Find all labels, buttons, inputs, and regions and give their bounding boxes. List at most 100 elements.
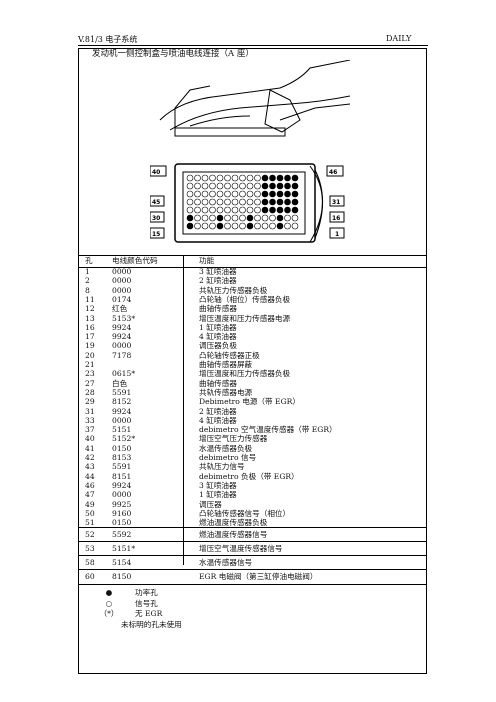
connector-pin	[291, 206, 299, 214]
connector-pin	[231, 206, 239, 214]
connector-diagram: 40 46 45 31 30 16 15 1	[150, 60, 350, 243]
connector-pin	[246, 198, 254, 206]
hole-number: 11	[85, 294, 95, 304]
connector-pin	[261, 206, 269, 214]
wire-color-code: 0000	[112, 285, 132, 295]
hole-number: 33	[85, 415, 95, 425]
connector-pin	[239, 190, 246, 198]
wire-color-code: 9160	[112, 508, 132, 518]
function-text: 增压温度和压力传感器电源	[199, 313, 291, 323]
function-text: EGR 电磁阀（第三缸停油电磁阀）	[199, 572, 318, 582]
connector-pin	[209, 222, 216, 230]
connector-pin	[284, 198, 291, 206]
hole-number: 17	[85, 332, 95, 342]
connector-pin	[201, 214, 209, 222]
legend-text: 功率孔	[135, 588, 158, 598]
hole-number: 16	[85, 322, 95, 332]
row-separator	[79, 527, 427, 529]
function-text: 1 缸喷油器	[199, 322, 237, 332]
connector-pin	[284, 222, 291, 230]
wire-color-code: 5154	[112, 558, 132, 568]
wire-color-code: 9924	[112, 332, 132, 342]
hole-number: 1	[85, 267, 90, 276]
connector-pin	[291, 214, 299, 222]
function-text: 4 缸喷油器	[199, 415, 237, 425]
connector-pin	[276, 206, 284, 214]
function-text: Debimetro 电源（带 EGR）	[199, 397, 300, 407]
connector-pin	[276, 182, 284, 190]
pin-label-30: 30	[152, 215, 160, 222]
connector-pin	[201, 190, 209, 198]
connector-pin	[201, 174, 209, 182]
connector-pin	[254, 174, 261, 182]
connector-pin	[284, 182, 291, 190]
wire-color-code: 5591	[112, 387, 132, 397]
header-left: V.81/3 电子系统	[78, 35, 138, 44]
connector-pin	[201, 198, 209, 206]
function-text: 凸轮轴传感器信号（相位）	[199, 508, 291, 518]
wire-color-code: 8151	[112, 471, 132, 481]
function-text: 燃油温度传感器负极	[199, 518, 268, 528]
hole-number: 13	[85, 313, 95, 323]
connector-pin	[224, 198, 231, 206]
function-text: 共轨压力传感器负极	[199, 285, 268, 295]
function-text: 2 缸喷油器	[199, 276, 237, 286]
row-separator	[79, 555, 427, 557]
connector-pin	[261, 190, 269, 198]
pin-label-45: 45	[152, 199, 160, 206]
header-right: DAILY	[386, 34, 412, 43]
connector-pin	[231, 190, 239, 198]
hole-number: 31	[85, 406, 95, 416]
connector-pin	[186, 174, 194, 182]
table-row: 13 5153* 增压温度和压力传感器电源	[79, 314, 427, 323]
hole-number: 20	[85, 350, 95, 360]
hole-number: 29	[85, 397, 95, 407]
hole-number: 43	[85, 462, 95, 472]
connector-pin	[254, 182, 261, 190]
function-text: 共轨压力信号	[199, 462, 245, 472]
connector-pins	[186, 174, 299, 230]
connector-pin	[246, 222, 254, 230]
connector-pin	[261, 182, 269, 190]
connector-pin	[269, 198, 276, 206]
function-text: 凸轮轴传感器正极	[199, 350, 260, 360]
pin-label-1: 1	[335, 231, 339, 238]
wire-color-code: 0000	[112, 276, 132, 286]
pin-label-40: 40	[152, 169, 160, 176]
connector-pin	[261, 174, 269, 182]
wire-color-code: 5153*	[112, 313, 136, 323]
wire-color-code: 5591	[112, 462, 132, 472]
wire-color-code: 0150	[112, 443, 132, 453]
connector-pin	[224, 174, 231, 182]
connector-pin	[216, 190, 224, 198]
hole-number: 46	[85, 480, 95, 490]
connector-pin	[216, 214, 224, 222]
function-text: 调压器	[199, 499, 222, 509]
connector-pin	[231, 182, 239, 190]
connector-pin	[224, 222, 231, 230]
hole-number: 12	[85, 304, 95, 314]
wire-color-code: 0000	[112, 341, 132, 351]
function-text: 燃油温度传感器信号	[199, 530, 268, 540]
connector-pin	[216, 174, 224, 182]
pin-label-15: 15	[152, 231, 160, 238]
wire-color-code: 9925	[112, 499, 132, 509]
connector-pin	[239, 206, 246, 214]
connector-pin	[276, 214, 284, 222]
connector-pin	[284, 206, 291, 214]
connector-pin	[246, 174, 254, 182]
hole-number: 37	[85, 425, 95, 435]
connector-pin	[224, 206, 231, 214]
row-separator	[79, 584, 427, 586]
